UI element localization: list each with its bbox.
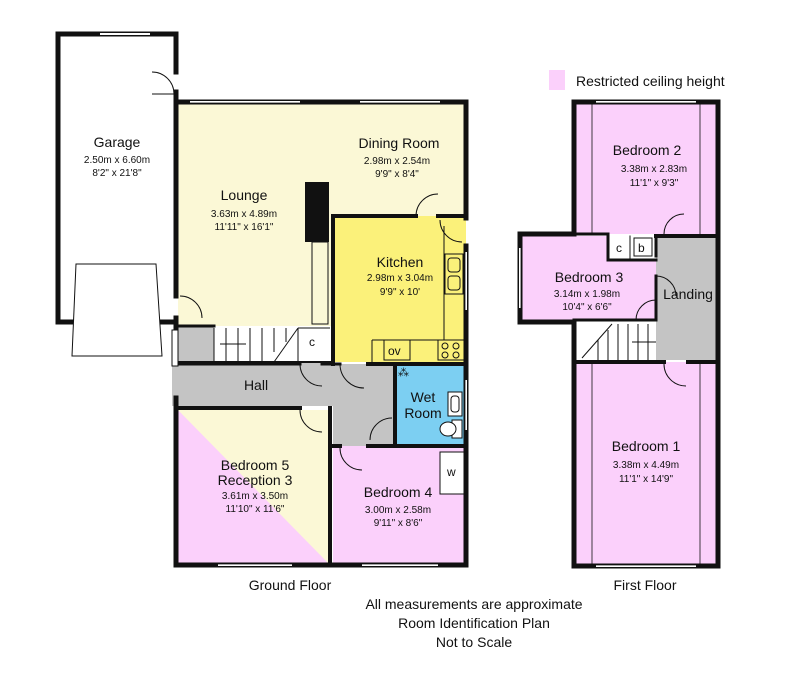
bedroom5-line1: Bedroom 5 [221, 457, 290, 473]
ff-stairs [581, 323, 656, 360]
hall-room-3 [333, 364, 395, 446]
bedroom3-metric: 3.14m x 1.98m [554, 289, 620, 300]
front-door [171, 329, 179, 367]
bedroom5-imperial: 11'10" x 11'6" [226, 504, 285, 515]
landing-name: Landing [663, 286, 713, 302]
gf-dining-text: Dining Room 2.98m x 2.54m 9'9" x 8'4" [359, 135, 440, 180]
bedroom2-metric: 3.38m x 2.83m [621, 164, 687, 175]
dining-name: Dining Room [359, 135, 440, 151]
hall-name: Hall [244, 377, 268, 393]
bedroom1-room [574, 362, 718, 566]
legend-swatch [549, 70, 565, 90]
dining-room [333, 104, 465, 216]
chimney-stack [311, 241, 329, 325]
bedroom5-line2: Reception 3 [218, 472, 293, 488]
ff-bedroom2-text: Bedroom 2 3.38m x 2.83m 11'1" x 9'3" [613, 142, 687, 189]
bedroom1-imperial: 11'1" x 14'9" [619, 474, 674, 485]
footer-line2: Room Identification Plan [398, 615, 550, 631]
bedroom3-name: Bedroom 3 [555, 269, 624, 285]
ff-bedroom1-text: Bedroom 1 3.38m x 4.49m 11'1" x 14'9" [612, 438, 681, 485]
boiler-box [633, 237, 653, 257]
ground-window-lines [190, 102, 466, 565]
bedroom3-imperial: 10'4" x 6'6" [562, 302, 612, 313]
dining-imperial: 9'9" x 8'4" [375, 169, 419, 180]
legend-label: Restricted ceiling height [576, 73, 725, 89]
bedroom2-name: Bedroom 2 [613, 142, 682, 158]
wetroom-line1: Wet [411, 389, 436, 405]
first-floor-label: First Floor [614, 577, 677, 593]
garage-door [71, 263, 163, 357]
bedroom1-metric: 3.38m x 4.49m [613, 460, 679, 471]
kitchen-name: Kitchen [377, 254, 424, 270]
shower-icon: ⁂ [398, 367, 409, 379]
garage-metric: 2.50m x 6.60m [84, 155, 150, 166]
gf-bedroom5-text: Bedroom 5 Reception 3 3.61m x 3.50m 11'1… [218, 457, 293, 515]
ff-bedroom3-text: Bedroom 3 3.14m x 1.98m 10'4" x 6'6" [554, 269, 624, 313]
kitchen-imperial: 9'9" x 10' [380, 287, 420, 298]
kitchen-metric: 2.98m x 3.04m [367, 273, 433, 284]
lounge-name: Lounge [221, 187, 268, 203]
ff-boiler-label: b [638, 241, 645, 255]
wardrobe [439, 451, 465, 495]
footer-line1: All measurements are approximate [365, 596, 582, 612]
gf-kitchen-text: Kitchen 2.98m x 3.04m 9'9" x 10' [367, 254, 433, 298]
bedroom2-room [574, 104, 718, 234]
ff-cupboard-label: c [616, 241, 622, 255]
lounge-metric: 3.63m x 4.89m [211, 209, 277, 220]
bedroom1-name: Bedroom 1 [612, 438, 681, 454]
bedroom2-imperial: 11'1" x 9'3" [630, 178, 679, 189]
kitchen-fittings [371, 226, 465, 362]
wardrobe-label: w [446, 465, 456, 479]
gf-lounge-text: Lounge 3.63m x 4.89m 11'11" x 16'1" [211, 187, 277, 233]
dining-metric: 2.98m x 2.54m [364, 156, 430, 167]
first-floor [520, 104, 718, 566]
ground-windows [100, 33, 467, 566]
door-swings [151, 71, 463, 471]
first-windows [519, 101, 696, 567]
ground-stairs [213, 327, 330, 363]
lounge-imperial: 11'11" x 16'1" [215, 222, 274, 233]
bedroom4-name: Bedroom 4 [364, 484, 433, 500]
gf-wetroom-text: Wet Room [404, 389, 441, 421]
wetroom-line2: Room [404, 405, 441, 421]
wetroom-fittings [439, 391, 463, 439]
gf-garage-text: Garage 2.50m x 6.60m 8'2" x 21'8" [84, 134, 150, 179]
ff-stairs-area [576, 322, 656, 360]
bedroom4-imperial: 9'11" x 8'6" [374, 518, 423, 529]
landing-room [656, 236, 718, 360]
first-window-lines [520, 102, 701, 566]
ff-door-swings [635, 213, 687, 387]
footer-line3: Not to Scale [436, 634, 512, 650]
bedroom4-metric: 3.00m x 2.58m [365, 505, 431, 516]
garage-name: Garage [94, 134, 141, 150]
gf-bedroom4-text: Bedroom 4 3.00m x 2.58m 9'11" x 8'6" [364, 484, 433, 529]
bedroom5-restricted [178, 410, 330, 565]
bedroom5-metric: 3.61m x 3.50m [222, 491, 288, 502]
ground-floor-label: Ground Floor [249, 577, 332, 593]
gf-cupboard-label: c [309, 335, 315, 349]
oven-label: ov [388, 344, 401, 358]
chimney-block [305, 182, 329, 242]
garage-imperial: 8'2" x 21'8" [92, 168, 142, 179]
